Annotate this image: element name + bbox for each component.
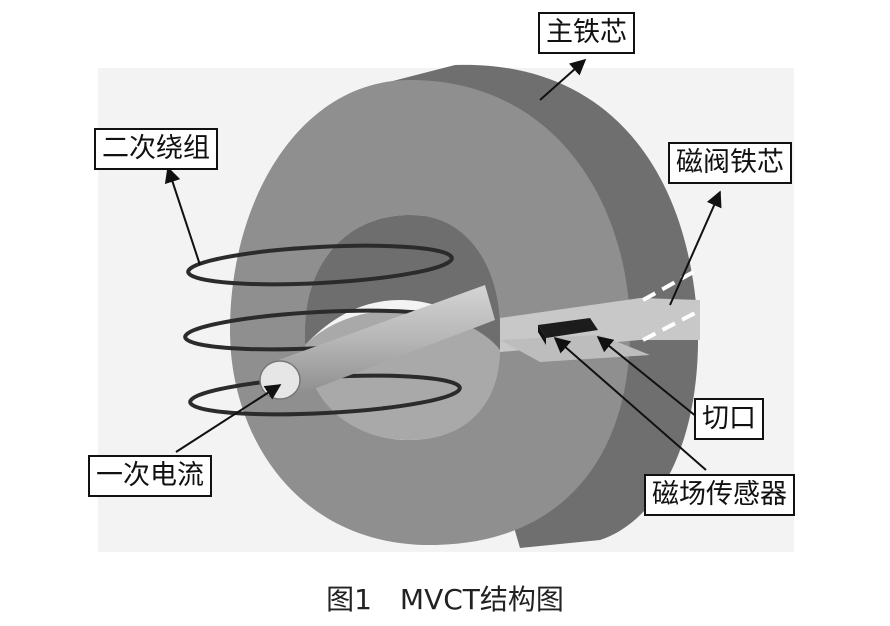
label-main-core: 主铁芯 bbox=[538, 12, 635, 54]
arrow-primary-current bbox=[175, 384, 282, 453]
main-core-face bbox=[230, 80, 630, 545]
arrow-main-core bbox=[539, 58, 587, 101]
label-valve-core: 磁阀铁芯 bbox=[668, 142, 792, 184]
arrow-valve-core bbox=[669, 190, 722, 306]
sensor-side bbox=[538, 325, 546, 345]
label-primary-current: 一次电流 bbox=[88, 455, 212, 497]
arrow-secondary-winding bbox=[164, 166, 201, 266]
valve-core-dash-top bbox=[642, 268, 698, 302]
label-magnetic-sensor: 磁场传感器 bbox=[644, 474, 795, 516]
arrow-slot bbox=[596, 335, 698, 418]
label-slot: 切口 bbox=[694, 398, 764, 440]
valve-core-dash-bottom bbox=[642, 310, 698, 342]
core-inner-bore bbox=[305, 215, 500, 350]
figure-caption: 图1 MVCT结构图 bbox=[326, 583, 564, 616]
magnetic-sensor-block bbox=[538, 318, 598, 338]
label-secondary-winding: 二次绕组 bbox=[94, 128, 218, 170]
arrow-magnetic-sensor bbox=[553, 336, 707, 471]
leader-lines bbox=[164, 58, 722, 471]
